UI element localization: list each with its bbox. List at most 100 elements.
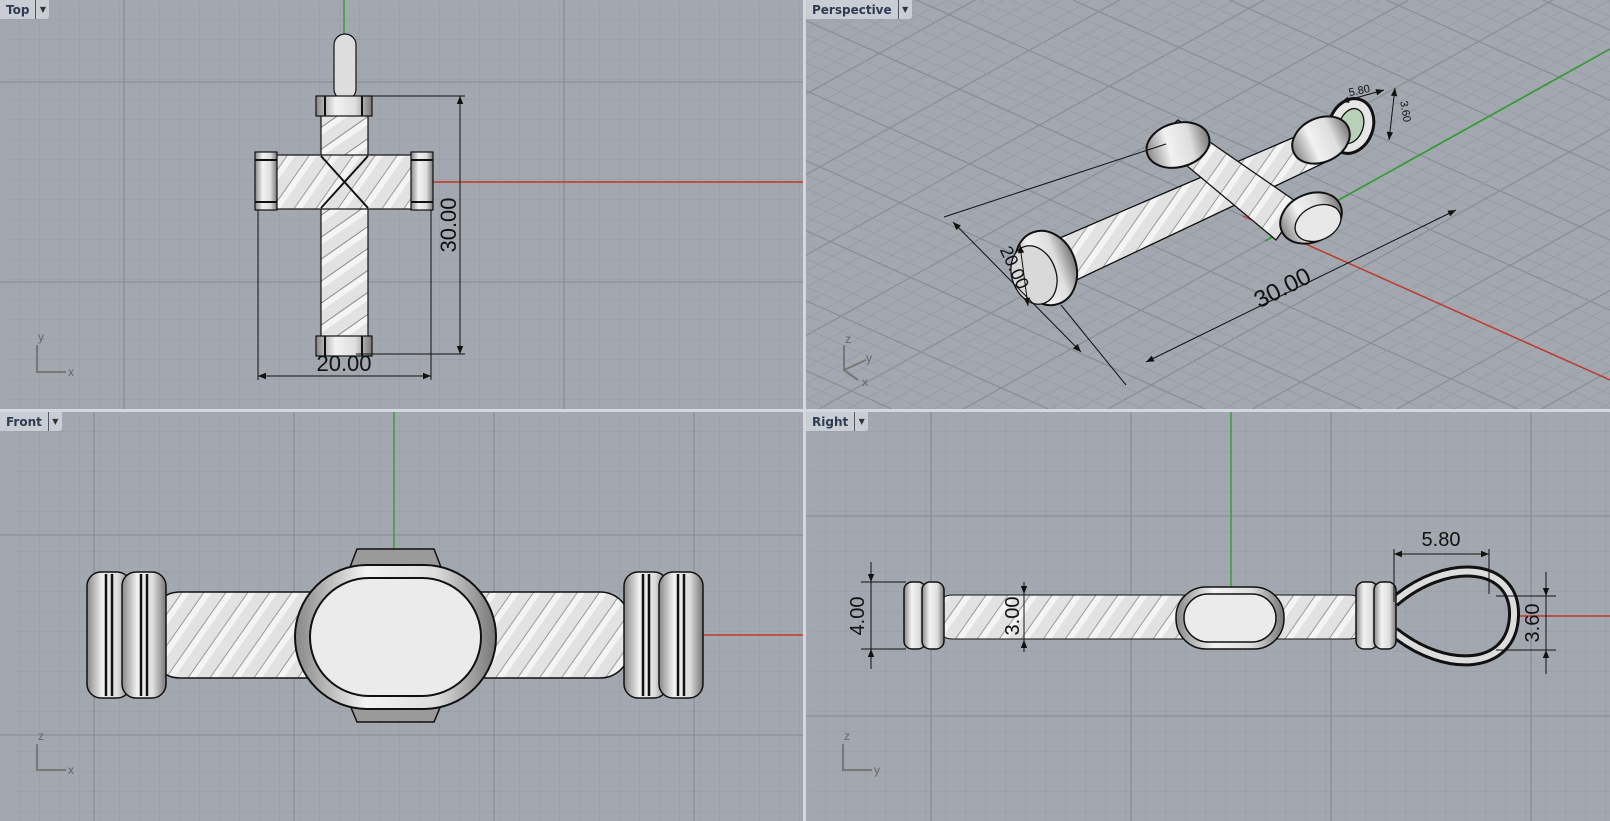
front-canvas[interactable]: z x bbox=[0, 412, 803, 821]
dimension-height-text: 30.00 bbox=[436, 197, 461, 252]
grid-line bbox=[1542, 0, 1610, 31]
dropdown-icon[interactable]: ▼ bbox=[35, 0, 49, 19]
axis-label-y: y bbox=[38, 330, 44, 344]
grid-line bbox=[1396, 289, 1610, 409]
axis-label-y: y bbox=[866, 351, 872, 365]
dimension-bail-width-text: 5.80 bbox=[1348, 83, 1371, 99]
grid-line bbox=[1229, 0, 1610, 171]
grid-line bbox=[806, 0, 1149, 192]
grid-line bbox=[806, 62, 1581, 409]
grid-line bbox=[1605, 0, 1610, 3]
dimension-bail-width-text: 5.80 bbox=[1422, 529, 1461, 551]
grid-line bbox=[806, 0, 1120, 176]
cross-model bbox=[903, 565, 1521, 667]
grid-line bbox=[806, 132, 1425, 409]
grid-line bbox=[806, 0, 1207, 224]
axis-gizmo-icon bbox=[36, 345, 66, 373]
grid-line bbox=[1310, 241, 1610, 409]
dimension-length-text: 30.00 bbox=[1250, 263, 1316, 314]
viewport-right[interactable]: Right ▼ 4.00 3.00 5.80 3.60 z y bbox=[806, 412, 1610, 821]
grid-line bbox=[806, 300, 1049, 409]
grid-line bbox=[806, 160, 1362, 409]
viewport-tab-right[interactable]: Right ▼ bbox=[806, 412, 869, 431]
viewport-tab-perspective[interactable]: Perspective ▼ bbox=[806, 0, 912, 19]
axis-gizmo-icon bbox=[36, 744, 66, 771]
grid-line bbox=[1292, 0, 1610, 143]
grid-line bbox=[806, 314, 1018, 409]
axis-label-z: z bbox=[844, 729, 850, 743]
grid-line bbox=[806, 328, 986, 409]
grid-line bbox=[806, 0, 1091, 159]
grid-line bbox=[806, 0, 1409, 337]
grid-line bbox=[806, 0, 1352, 304]
axis-label-y: y bbox=[874, 763, 880, 777]
dropdown-icon[interactable]: ▼ bbox=[897, 0, 912, 19]
grid-line bbox=[1425, 306, 1610, 409]
grid-line bbox=[1448, 0, 1610, 73]
grid-line bbox=[806, 0, 976, 95]
dimension-width-text: 20.00 bbox=[316, 351, 371, 376]
grid-line bbox=[806, 0, 1294, 272]
axis-label-x: x bbox=[862, 375, 868, 389]
grid-line bbox=[806, 0, 1496, 385]
axis-label-x: x bbox=[68, 365, 74, 379]
grid-line bbox=[1483, 338, 1610, 409]
viewport-label: Top bbox=[6, 2, 30, 17]
axis-label-z: z bbox=[845, 332, 851, 346]
grid-line bbox=[806, 0, 1062, 143]
viewport-label: Front bbox=[6, 414, 42, 429]
grid-line bbox=[1135, 0, 1610, 213]
grid-line bbox=[1512, 354, 1610, 409]
grid-line bbox=[806, 0, 947, 79]
grid-line bbox=[1260, 0, 1610, 157]
grid-line bbox=[1385, 0, 1610, 101]
grid-line bbox=[806, 384, 861, 409]
grid-line bbox=[1454, 322, 1610, 409]
cross-model bbox=[86, 548, 704, 723]
top-canvas[interactable]: 30.00 20.00 y x bbox=[0, 0, 803, 409]
dropdown-icon[interactable]: ▼ bbox=[854, 412, 868, 431]
grid-line bbox=[806, 0, 1380, 320]
grid-line bbox=[806, 0, 1265, 256]
viewport-tab-top[interactable]: Top ▼ bbox=[0, 0, 50, 19]
axis-label-x: x bbox=[68, 763, 74, 777]
right-canvas[interactable]: 4.00 3.00 5.80 3.60 z y bbox=[806, 412, 1610, 821]
grid-line bbox=[1479, 0, 1610, 59]
grid-line bbox=[1599, 402, 1610, 409]
grid-line bbox=[1573, 0, 1610, 17]
viewport-top[interactable]: Top ▼ 30.00 20.00 y x bbox=[0, 0, 803, 409]
grid-line bbox=[1511, 0, 1610, 45]
grid-line bbox=[806, 342, 955, 409]
grid-line bbox=[806, 118, 1456, 409]
dimension-cap-text: 4.00 bbox=[847, 597, 869, 636]
grid-line bbox=[806, 356, 924, 409]
dimension-bail-height-text: 3.60 bbox=[1397, 100, 1413, 123]
dimension-height bbox=[356, 95, 465, 355]
grid-line bbox=[806, 286, 1080, 409]
viewport-tab-front[interactable]: Front ▼ bbox=[0, 412, 62, 431]
cross-model bbox=[254, 33, 434, 357]
dimension-width bbox=[257, 210, 432, 380]
grid-line bbox=[1107, 128, 1610, 409]
grid-line bbox=[806, 146, 1394, 409]
viewport-front[interactable]: Front ▼ z x bbox=[0, 412, 803, 821]
axis-label-z: z bbox=[38, 729, 44, 743]
grid-line bbox=[806, 398, 830, 409]
grid-line bbox=[1354, 0, 1610, 115]
grid-line bbox=[1367, 273, 1610, 409]
dimension-bail-height-text: 3.60 bbox=[1522, 604, 1544, 643]
perspective-canvas[interactable]: 30.00 20.00 5.80 3.60 z y x bbox=[806, 0, 1610, 409]
viewport-label: Perspective bbox=[812, 2, 892, 17]
grid-line bbox=[1570, 386, 1610, 409]
grid-line bbox=[806, 0, 1323, 288]
grid-line bbox=[1338, 257, 1610, 409]
grid-line bbox=[806, 0, 1005, 111]
grid-line bbox=[1417, 0, 1610, 87]
viewport-perspective[interactable]: Perspective▼ 30.00 20.00 5.80 bbox=[806, 0, 1610, 409]
grid-line bbox=[806, 370, 893, 409]
dimension-rope-text: 3.00 bbox=[1002, 597, 1024, 636]
axis-gizmo-icon bbox=[843, 345, 867, 381]
axis-gizmo-icon bbox=[842, 744, 872, 771]
dropdown-icon[interactable]: ▼ bbox=[47, 412, 62, 431]
viewport-label: Right bbox=[812, 414, 849, 429]
